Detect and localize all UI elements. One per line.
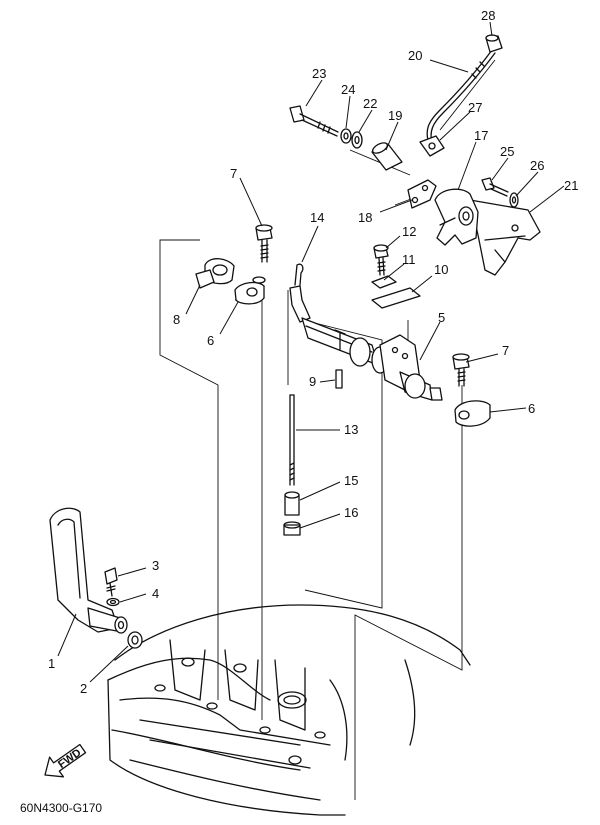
callout-23: 23 [312, 66, 326, 81]
nut-16 [283, 521, 301, 536]
washer-2 [127, 631, 143, 649]
drawing-code: 60N4300-G170 [20, 801, 102, 815]
bolt-12 [373, 244, 389, 276]
callout-19: 19 [388, 108, 402, 123]
bolt-23 [289, 105, 339, 137]
bolt-7-left [255, 224, 273, 263]
callout-26: 26 [530, 158, 544, 173]
joint-6-left [234, 276, 266, 305]
shift-rod [289, 394, 295, 486]
callout-labels: 28 20 23 24 22 19 27 17 25 26 21 7 14 12… [48, 8, 578, 696]
leader-lines [57, 21, 565, 683]
callout-2: 2 [80, 681, 87, 696]
lower-casing [107, 604, 471, 816]
lever-17 [434, 188, 479, 246]
callout-17: 17 [474, 128, 488, 143]
callout-21: 21 [564, 178, 578, 193]
link-18 [407, 179, 437, 209]
bolt-7-right [452, 353, 470, 387]
bolt-3 [104, 567, 118, 597]
callout-25: 25 [500, 144, 514, 159]
bracket-21 [469, 199, 541, 276]
callout-11: 11 [402, 252, 416, 267]
callout-7-right: 7 [502, 343, 509, 358]
callout-28: 28 [481, 8, 495, 23]
joint-27 [419, 135, 445, 157]
callout-6-right: 6 [528, 401, 535, 416]
plate-11 [371, 275, 397, 289]
pin-9 [335, 369, 343, 389]
washer-4 [106, 597, 120, 607]
plate-10 [371, 287, 421, 309]
shift-shaft-assembly [289, 285, 443, 401]
callout-3: 3 [152, 558, 159, 573]
cap-28 [485, 34, 503, 53]
callout-13: 13 [344, 422, 358, 437]
washer-24 [340, 128, 352, 144]
callout-16: 16 [344, 505, 358, 520]
washer-22 [351, 131, 363, 149]
rod-20 [426, 49, 496, 144]
shift-lever [49, 507, 128, 634]
bolt-25 [481, 177, 509, 197]
callout-12: 12 [402, 224, 416, 239]
callout-7-top: 7 [230, 166, 237, 181]
callout-6-left: 6 [207, 333, 214, 348]
fwd-arrow-icon: FWD [44, 743, 87, 778]
joint-6-right [454, 400, 491, 427]
callout-8: 8 [173, 312, 180, 327]
callout-22: 22 [363, 96, 377, 111]
collar-19 [371, 142, 403, 171]
callout-18: 18 [358, 210, 372, 225]
callout-10: 10 [434, 262, 448, 277]
washer-26 [509, 192, 519, 208]
clip-8 [195, 258, 235, 289]
callout-4: 4 [152, 586, 159, 601]
callout-24: 24 [341, 82, 355, 97]
callout-14: 14 [310, 210, 324, 225]
callout-15: 15 [344, 473, 358, 488]
spacer-15 [284, 491, 300, 516]
callout-20: 20 [408, 48, 422, 63]
clip-14 [294, 263, 304, 286]
callout-27: 27 [468, 100, 482, 115]
callout-9: 9 [309, 374, 316, 389]
callout-5: 5 [438, 310, 445, 325]
callout-1: 1 [48, 656, 55, 671]
